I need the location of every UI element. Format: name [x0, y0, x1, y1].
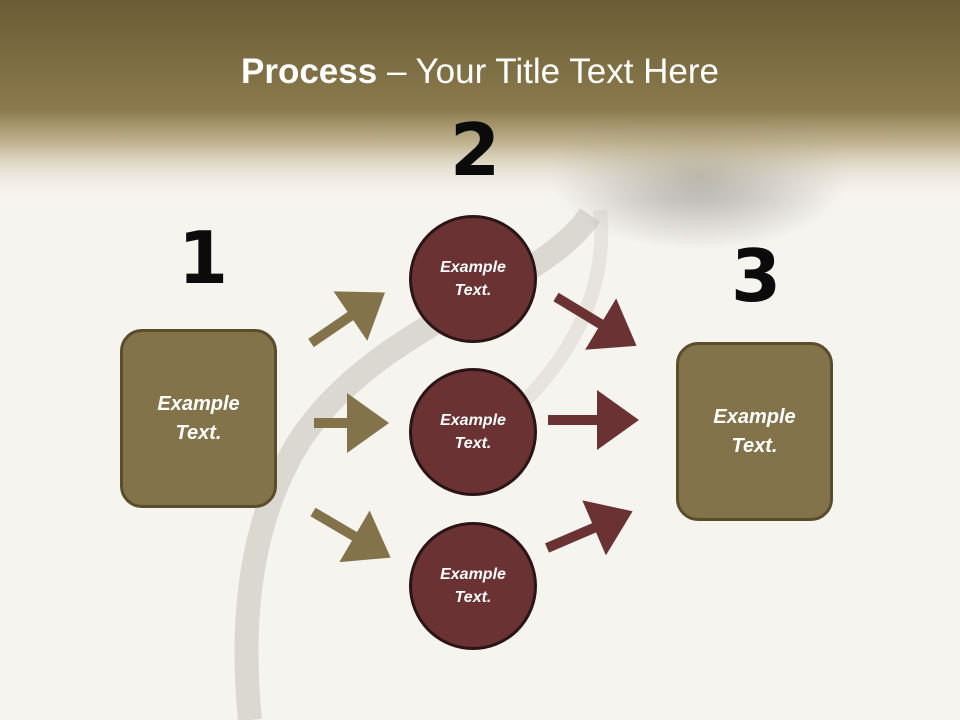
step-2-text-middle: Example Text. [440, 411, 506, 452]
step-3-box: Example Text. [676, 342, 833, 521]
page-title: Process – Your Title Text Here [0, 52, 960, 92]
step-number-1: 1 [178, 216, 229, 300]
arrow-2-bottom-to-3 [545, 500, 633, 556]
step-2-text-bottom: Example Text. [440, 565, 506, 606]
step-1-text: Example Text. [157, 392, 240, 444]
step-2-text-top: Example Text. [440, 258, 506, 299]
step-2-circle-bottom: Example Text. [409, 522, 537, 650]
title-bold: Process [241, 52, 378, 91]
arrow-1-to-2-bottom [310, 507, 391, 563]
title-rest: – Your Title Text Here [377, 52, 719, 91]
arrow-2-top-to-3 [553, 292, 637, 350]
step-2-circle-middle: Example Text. [409, 368, 537, 496]
arrow-1-to-2-top [308, 291, 386, 348]
step-number-3: 3 [731, 234, 782, 318]
step-number-2: 2 [450, 108, 501, 192]
step-3-text: Example Text. [713, 405, 796, 457]
step-2-circle-top: Example Text. [409, 215, 537, 343]
step-1-box: Example Text. [120, 329, 277, 508]
